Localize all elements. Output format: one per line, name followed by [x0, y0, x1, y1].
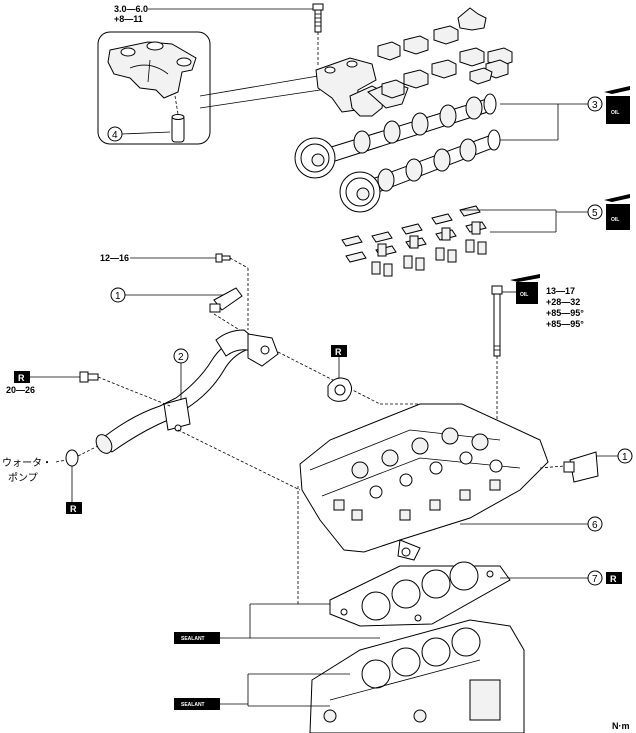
callout-6: [587, 516, 603, 532]
bolt-20-26-group: R 20—26: [6, 371, 171, 407]
svg-text:1: 1: [622, 452, 628, 463]
camshaft-caps: [315, 7, 513, 117]
replace-badge: R: [66, 502, 82, 514]
unit-label: N·m: [612, 721, 630, 731]
top-bolt-group: 3.0—6.0 +8—11: [114, 3, 324, 66]
callout-5: [587, 204, 603, 220]
small-bolt: [215, 253, 231, 263]
callout-7-group: 7 R: [587, 570, 622, 586]
svg-text:R: R: [70, 504, 77, 514]
callout-1-right: [617, 448, 633, 464]
small-bolt: [79, 371, 99, 383]
svg-text:OIL: OIL: [611, 110, 619, 116]
torque-head-4: +85—95°: [546, 319, 584, 329]
callout-7: [587, 570, 603, 586]
svg-text:2: 2: [178, 352, 184, 363]
water-pump-group: ウォータ・ ポンプ R: [2, 445, 99, 514]
replace-badge: R: [14, 371, 30, 383]
head-bolt-group: OIL 13—17 +28—32 +85—95° +85—95°: [491, 274, 584, 430]
sealant-lower-group: SEALANT: [174, 673, 350, 710]
camshafts: [294, 93, 590, 213]
torque-20-26: 20—26: [6, 385, 35, 395]
callout-1-right-group: 1: [539, 448, 633, 483]
torque-head-3: +85—95°: [546, 308, 584, 318]
svg-text:R: R: [335, 347, 342, 357]
oil-can-icon: OIL: [510, 274, 540, 304]
callout-5-group: 5 OIL: [587, 194, 630, 230]
bolt-12-16-group: 12—16: [100, 253, 249, 330]
svg-text:R: R: [18, 373, 25, 383]
cylinder-block: [309, 619, 525, 733]
o-ring: [65, 449, 79, 467]
callout-1-group: 1: [110, 287, 247, 335]
callout-3-group: 3 OIL: [587, 86, 630, 124]
cylinder-head: [299, 403, 590, 561]
svg-text:7: 7: [592, 574, 598, 585]
oil-can-icon: OIL: [604, 86, 630, 124]
water-pump-label-2: ポンプ: [8, 472, 38, 484]
top-bolt: [312, 3, 324, 33]
pipe-gasket-group: R: [327, 345, 352, 402]
torque-top-bolt-2: +8—11: [114, 14, 143, 24]
svg-text:OIL: OIL: [611, 217, 619, 223]
lash-adjusters: [341, 205, 590, 277]
pipe-bracket: [163, 397, 191, 431]
svg-text:R: R: [610, 574, 617, 584]
svg-text:5: 5: [592, 208, 598, 219]
torque-head-2: +28—32: [546, 297, 580, 307]
callout-6-group: 6: [587, 516, 603, 532]
oil-can-icon: OIL: [604, 194, 630, 230]
svg-text:3: 3: [592, 100, 598, 111]
sealant-tube-icon: SEALANT: [174, 632, 220, 644]
torque-12-16: 12—16: [100, 253, 129, 263]
water-pump-label-1: ウォータ・: [2, 457, 52, 469]
torque-top-bolt-1: 3.0—6.0: [114, 4, 148, 14]
svg-text:SEALANT: SEALANT: [181, 702, 205, 708]
svg-text:SEALANT: SEALANT: [181, 636, 205, 642]
sealant-upper-group: SEALANT: [174, 603, 380, 644]
svg-text:OIL: OIL: [520, 292, 528, 298]
replace-badge: R: [606, 572, 622, 584]
svg-text:4: 4: [112, 130, 118, 141]
callout-2-group: 2: [173, 348, 189, 400]
sealant-tube-icon: SEALANT: [174, 698, 220, 710]
head-gasket: [329, 561, 590, 627]
temperature-sensor: [209, 287, 243, 313]
torque-head-1: 13—17: [546, 286, 575, 296]
head-bolt: [491, 285, 503, 357]
svg-text:1: 1: [115, 291, 121, 302]
replace-badge: R: [331, 345, 347, 357]
callout-3: [587, 96, 603, 112]
svg-text:6: 6: [592, 520, 598, 531]
detail-inset: 4: [97, 31, 321, 145]
